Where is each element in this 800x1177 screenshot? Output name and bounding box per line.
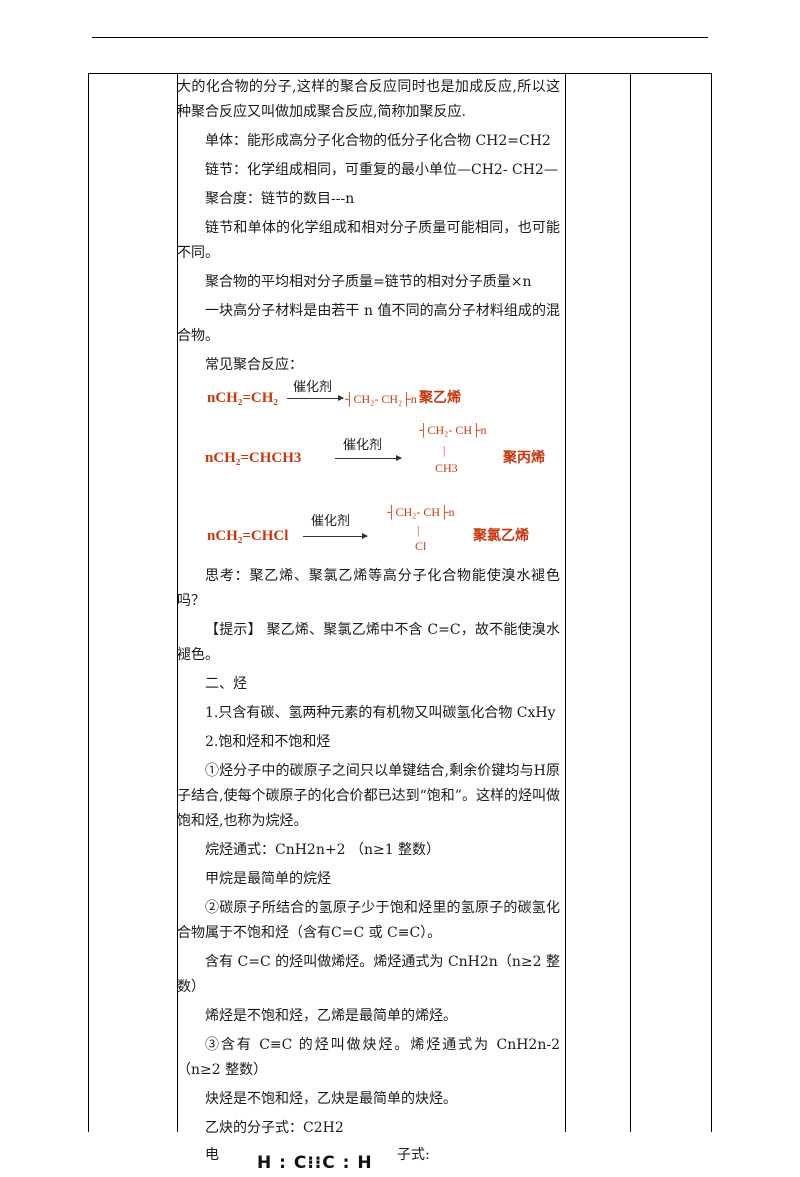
reaction-polyethylene: nCH₂=CH₂ 催化剂 ┤CH₂- CH₂├n 聚乙烯 [177, 378, 560, 418]
reaction-catalyst: 催化剂 [311, 513, 351, 528]
reaction-product-name: 聚丙烯 [503, 450, 545, 466]
reaction-arrow [287, 395, 344, 401]
paragraph: 一块高分子材料是由若干 n 值不同的高分子材料组成的混合物。 [177, 303, 560, 344]
reaction-pvc: nCH₂=CHCl 催化剂 ┤CH₂- CH├n | Cl 聚氯乙烯 [177, 502, 560, 562]
reaction-product-name: 聚氯乙烯 [473, 528, 529, 544]
paragraph: 烷烃通式：CnH2n+2 （n≥1 整数） [205, 842, 441, 858]
label-electron: 电 [205, 1147, 219, 1163]
header-rule [92, 37, 708, 38]
paragraph: 烯烃是不饱和烃，乙烯是最简单的烯烃。 [205, 1008, 457, 1024]
bond-line: | [443, 443, 446, 457]
paragraph: 甲烷是最简单的烷烃 [205, 871, 331, 887]
paragraph: 单体：能形成高分子化合物的低分子化合物 CH2=CH2 [205, 133, 551, 149]
reaction-arrow [303, 533, 368, 539]
paragraph: 炔烃是不饱和烃，乙炔是最简单的炔烃。 [205, 1091, 457, 1107]
lesson-table [88, 73, 712, 1132]
reaction-product: ┤CH₂- CH├n [387, 505, 455, 519]
reaction-product-name: 聚乙烯 [419, 390, 461, 406]
electron-formula: H : C⁝⁝C : H [257, 1153, 373, 1173]
reaction-substituent: CH3 [435, 461, 458, 475]
reaction-reactant: nCH₂=CHCH3 [205, 450, 302, 466]
column-divider [565, 74, 566, 1132]
reaction-catalyst: 催化剂 [293, 379, 333, 394]
paragraph: 【提示】 聚乙烯、聚氯乙烯中不含 C=C，故不能使溴水褪色。 [177, 622, 560, 663]
paragraph: 1.只含有碳、氢两种元素的有机物又叫碳氢化合物 CxHy [205, 705, 556, 721]
paragraph: 聚合物的平均相对分子质量=链节的相对分子质量×n [205, 274, 532, 290]
paragraph: ③含有 C≡C 的烃叫做炔烃。烯烃通式为 CnH2n-2（n≥2 整数） [177, 1037, 560, 1078]
reaction-product: ┤CH₂- CH├n [419, 423, 487, 437]
reaction-catalyst: 催化剂 [343, 437, 383, 452]
paragraph: 聚合度：链节的数目---n [205, 191, 355, 207]
paragraph: 含有 C=C 的烃叫做烯烃。烯烃通式为 CnH2n（n≥2 整数） [177, 954, 560, 995]
paragraph: ②碳原子所结合的氢原子少于饱和烃里的氢原子的碳氢化合物属于不饱和烃（含有C=C … [177, 900, 560, 941]
paragraph: 思考：聚乙烯、聚氯乙烯等高分子化合物能使溴水褪色吗？ [177, 568, 560, 609]
paragraph: 2.饱和烃和不饱和烃 [205, 734, 331, 750]
paragraph: 链节：化学组成相同，可重复的最小单位—CH2- CH2— [205, 162, 558, 178]
reaction-arrow [335, 455, 402, 461]
column-divider [630, 74, 631, 1132]
lesson-content: 大的化合物的分子,这样的聚合反应同时也是加成反应,所以这种聚合反应又叫做加成聚合… [177, 73, 560, 1177]
electron-formula-row: 电 H : C⁝⁝C : H 子式: [177, 1143, 560, 1177]
reaction-polypropylene: nCH₂=CHCH3 催化剂 ┤CH₂- CH├n | CH3 聚丙烯 [177, 418, 560, 488]
paragraph: 二、烃 [205, 676, 247, 692]
paragraph: 链节和单体的化学组成和相对分子质量可能相同，也可能不同。 [177, 220, 560, 261]
bond-line: | [417, 523, 420, 537]
paragraph: 乙炔的分子式：C2H2 [205, 1120, 344, 1136]
column-divider [177, 74, 178, 1132]
reaction-product: ┤CH₂- CH₂├n [345, 392, 417, 406]
reaction-reactant: nCH₂=CHCl [207, 528, 289, 544]
reaction-substituent: Cl [415, 539, 427, 553]
paragraph: 常见聚合反应： [205, 357, 303, 373]
paragraph: ①烃分子中的碳原子之间只以单键结合,剩余价键均与H原子结合,使每个碳原子的化合价… [177, 763, 560, 829]
reaction-reactant: nCH₂=CH₂ [207, 390, 278, 406]
paragraph: 大的化合物的分子,这样的聚合反应同时也是加成反应,所以这种聚合反应又叫做加成聚合… [177, 79, 560, 120]
label-formula: 子式: [397, 1147, 430, 1163]
